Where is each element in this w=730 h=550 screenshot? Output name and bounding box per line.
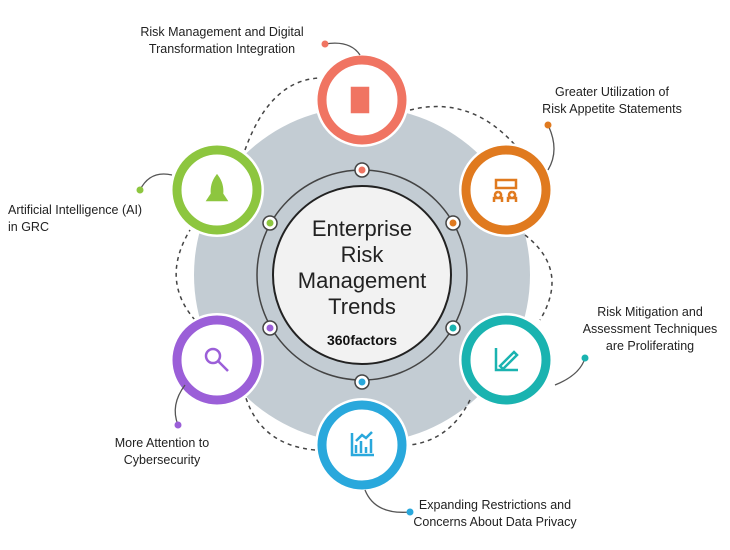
trend-node-mitigation xyxy=(459,313,553,407)
arrowhead xyxy=(581,354,589,362)
document-pen-icon xyxy=(350,86,370,114)
arrowhead xyxy=(544,121,552,129)
trend-label: More Attention to xyxy=(115,436,210,450)
bar-chart-icon xyxy=(350,431,374,457)
pencil-chart-icon xyxy=(494,348,519,372)
rocket-icon xyxy=(205,173,229,202)
center-circle xyxy=(272,185,452,365)
trend-label: Assessment Techniques xyxy=(583,322,718,336)
arrowhead xyxy=(136,186,144,194)
title-line: Enterprise xyxy=(312,216,412,241)
trend-label: Artificial Intelligence (AI) xyxy=(8,203,142,217)
arrow-connector xyxy=(554,357,586,386)
trend-label: Expanding Restrictions and xyxy=(419,498,571,512)
trend-label: Greater Utilization of xyxy=(555,85,669,99)
center-title: Enterprise Risk Management Trends 360fac… xyxy=(298,216,426,348)
arrowhead xyxy=(174,421,182,429)
arrow-connector xyxy=(174,384,186,426)
title-line: Management xyxy=(298,268,426,293)
track-dot-fill xyxy=(266,219,274,227)
arrowhead xyxy=(321,40,329,48)
trend-label: Risk Mitigation and xyxy=(597,305,703,319)
presentation-icon xyxy=(492,178,518,202)
trend-label: Concerns About Data Privacy xyxy=(413,515,577,529)
trend-node-ai xyxy=(170,143,264,237)
trend-label: Transformation Integration xyxy=(149,42,295,56)
title-line: Trends xyxy=(328,294,396,319)
arrow-connector xyxy=(547,124,555,171)
track-dot-fill xyxy=(449,219,457,227)
arrow-connector xyxy=(364,489,411,513)
dashed-connectors xyxy=(175,77,553,451)
magnifier-icon xyxy=(204,347,229,372)
trend-node-cyber xyxy=(170,313,264,407)
arrowhead xyxy=(406,508,414,516)
trend-ring xyxy=(172,315,262,405)
trend-label: Risk Appetite Statements xyxy=(542,102,682,116)
logo-360factors: 360factors xyxy=(327,332,397,348)
track-dot-fill xyxy=(358,166,366,174)
trend-node-privacy xyxy=(315,398,409,492)
trend-label: Risk Management and Digital xyxy=(140,25,303,39)
trend-node-appetite xyxy=(459,143,553,237)
trend-node-digital xyxy=(315,53,409,147)
trend-label: in GRC xyxy=(8,220,49,234)
track-dot-fill xyxy=(266,324,274,332)
trend-ring xyxy=(461,145,551,235)
trend-label: are Proliferating xyxy=(606,339,694,353)
trend-label: Cybersecurity xyxy=(124,453,201,467)
track-dot-fill xyxy=(358,378,366,386)
arrow-connector xyxy=(139,173,173,191)
track-dot-fill xyxy=(449,324,457,332)
arrow-connector xyxy=(324,42,361,56)
title-line: Risk xyxy=(341,242,385,267)
